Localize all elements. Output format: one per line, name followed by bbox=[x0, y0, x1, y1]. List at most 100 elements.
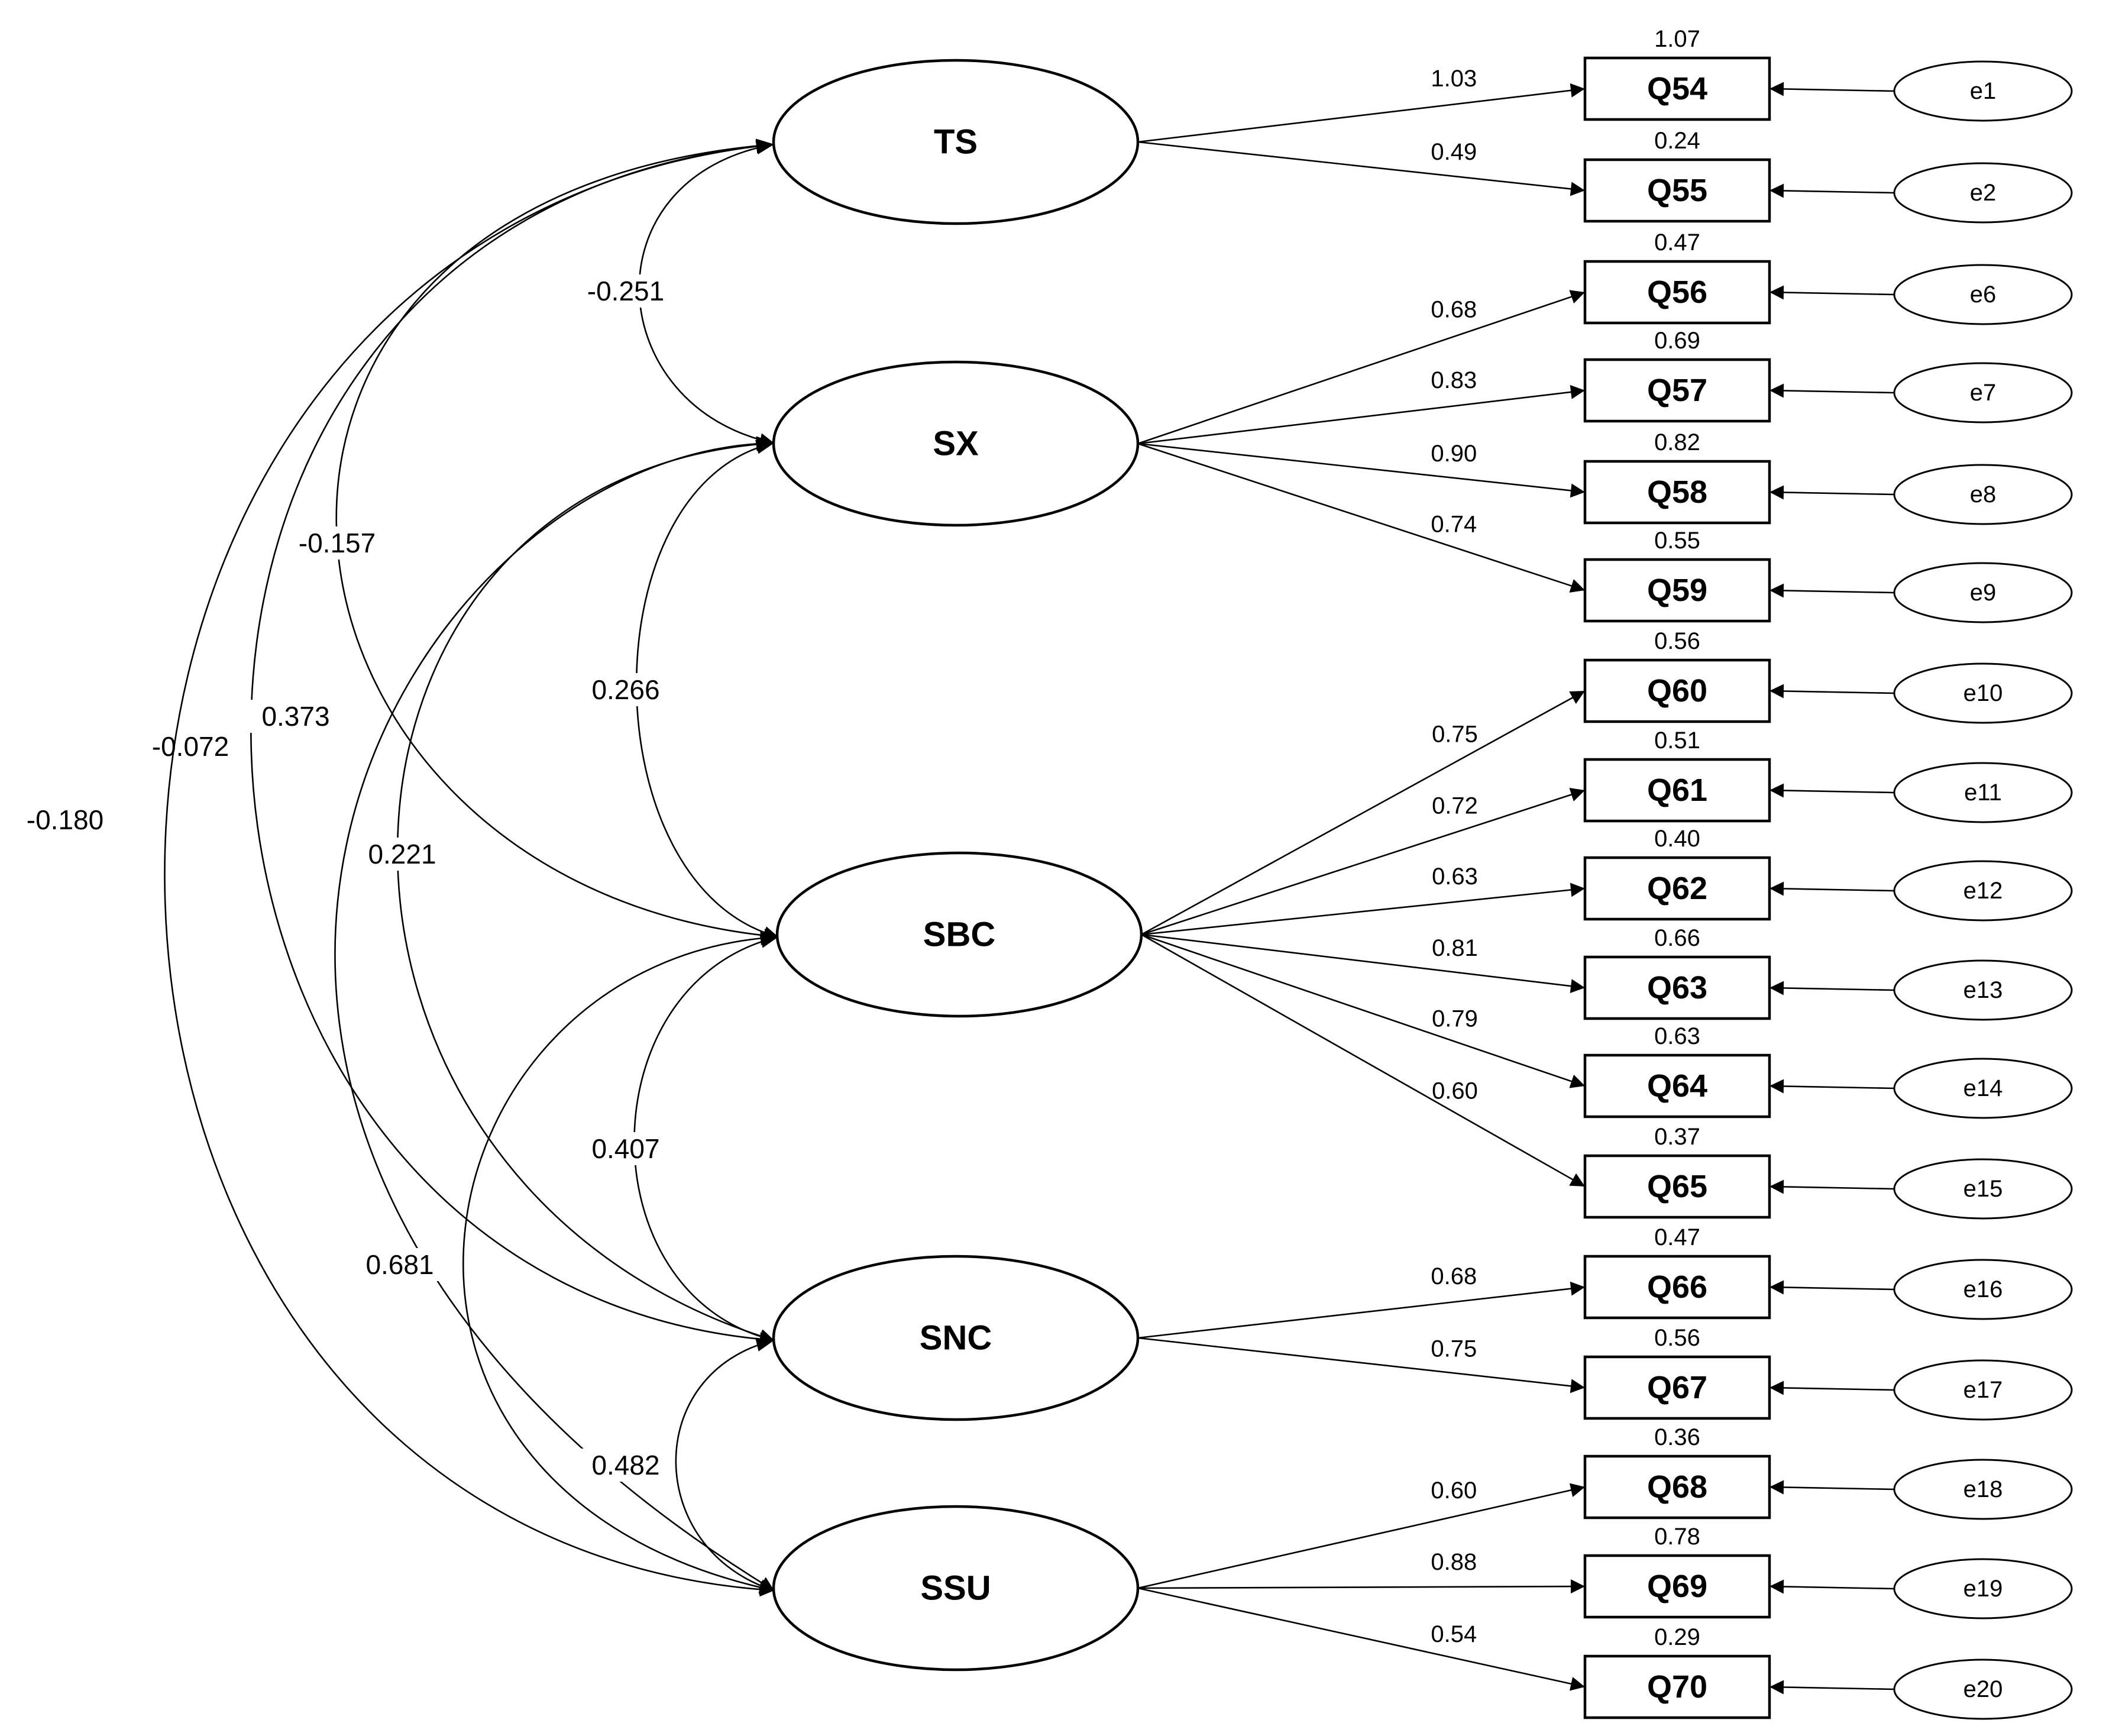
loading-value: 0.60 bbox=[1431, 1478, 1477, 1504]
indicator-label: Q61 bbox=[1647, 772, 1707, 808]
r-squared-value: 0.47 bbox=[1654, 229, 1700, 256]
error-path-e9 bbox=[1769, 583, 1895, 598]
indicator-box-q59 bbox=[1583, 558, 1771, 623]
covariance-value: 0.221 bbox=[368, 839, 436, 869]
error-term-e1 bbox=[1893, 60, 2073, 122]
r-squared-value: 0.51 bbox=[1654, 728, 1700, 754]
error-term-e12 bbox=[1893, 860, 2073, 922]
covariance-label-bg bbox=[580, 1132, 672, 1165]
covariance-value: 0.681 bbox=[365, 1249, 434, 1280]
indicator-label: Q57 bbox=[1647, 373, 1707, 408]
indicator-label: Q59 bbox=[1647, 573, 1707, 608]
covariance-value: -0.180 bbox=[27, 804, 103, 835]
error-path-e13 bbox=[1769, 981, 1895, 995]
error-path-e7 bbox=[1769, 383, 1895, 398]
indicator-label: Q62 bbox=[1647, 871, 1707, 906]
covariance-label-bg bbox=[291, 526, 383, 560]
indicator-label: Q64 bbox=[1647, 1068, 1707, 1104]
error-label: e7 bbox=[1970, 380, 1997, 406]
r-squared-value: 0.78 bbox=[1654, 1524, 1700, 1550]
indicator-box-q66 bbox=[1583, 1255, 1771, 1320]
error-path-e17 bbox=[1769, 1381, 1895, 1395]
r-squared-value: 0.63 bbox=[1654, 1023, 1700, 1049]
error-path-e15 bbox=[1769, 1179, 1895, 1194]
covariance-arc-ts-sbc bbox=[335, 143, 779, 943]
loading-path-q68 bbox=[1137, 1483, 1586, 1589]
indicator-box-q68 bbox=[1583, 1454, 1771, 1520]
r-squared-value: 0.37 bbox=[1654, 1124, 1700, 1150]
indicator-label: Q70 bbox=[1647, 1669, 1707, 1705]
loading-value: 0.74 bbox=[1431, 512, 1477, 538]
r-squared-value: 0.47 bbox=[1654, 1224, 1700, 1250]
r-squared-value: 0.55 bbox=[1654, 528, 1700, 554]
r-squared-value: 0.69 bbox=[1654, 328, 1700, 354]
covariance-value: -0.251 bbox=[587, 276, 664, 306]
indicator-label: Q55 bbox=[1647, 173, 1707, 208]
error-path-e1 bbox=[1769, 82, 1895, 96]
covariance-label-bg bbox=[356, 838, 448, 871]
indicator-box-q56 bbox=[1583, 260, 1771, 325]
loading-value: 0.49 bbox=[1431, 139, 1477, 165]
indicator-box-q62 bbox=[1583, 856, 1771, 921]
indicator-label: Q60 bbox=[1647, 673, 1707, 709]
loading-value: 0.68 bbox=[1431, 1263, 1477, 1289]
loading-path-q61 bbox=[1141, 788, 1586, 936]
error-label: e11 bbox=[1964, 780, 2002, 806]
loading-value: 0.79 bbox=[1432, 1006, 1478, 1032]
r-squared-value: 0.56 bbox=[1654, 628, 1700, 654]
covariance-value: 0.266 bbox=[591, 674, 659, 705]
loading-value: 0.75 bbox=[1431, 1336, 1477, 1362]
indicator-label: Q58 bbox=[1647, 474, 1707, 510]
error-path-e19 bbox=[1769, 1579, 1895, 1594]
indicator-label: Q54 bbox=[1647, 71, 1707, 106]
r-squared-value: 0.56 bbox=[1654, 1325, 1700, 1351]
error-path-e20 bbox=[1769, 1680, 1895, 1695]
indicator-box-q65 bbox=[1583, 1154, 1771, 1219]
latent-label: SBC bbox=[923, 916, 995, 954]
loading-path-q54 bbox=[1137, 83, 1586, 143]
indicator-box-q70 bbox=[1583, 1654, 1771, 1719]
covariance-arrowhead bbox=[760, 930, 778, 945]
error-term-e18 bbox=[1893, 1459, 2073, 1520]
loading-value: 0.60 bbox=[1432, 1078, 1478, 1104]
loading-value: 0.81 bbox=[1432, 935, 1478, 961]
r-squared-value: 0.40 bbox=[1654, 826, 1700, 852]
latent-label: TS bbox=[934, 123, 978, 161]
loading-path-q63 bbox=[1141, 933, 1586, 994]
covariance-arc-sbc-ssu bbox=[462, 936, 779, 1595]
indicator-box-q54 bbox=[1583, 56, 1771, 121]
error-path-e6 bbox=[1769, 285, 1895, 300]
error-term-e16 bbox=[1893, 1259, 2073, 1320]
loading-value: 0.68 bbox=[1431, 297, 1477, 323]
loading-value: 0.72 bbox=[1432, 793, 1478, 819]
loading-layer: 1.030.490.680.830.900.740.750.720.630.81… bbox=[1137, 66, 1895, 1695]
indicator-box-q55 bbox=[1583, 158, 1771, 223]
error-term-e14 bbox=[1893, 1058, 2073, 1119]
error-term-e10 bbox=[1893, 662, 2073, 724]
loading-path-q57 bbox=[1137, 384, 1586, 445]
indicator-box-q64 bbox=[1583, 1053, 1771, 1118]
latent-factor-sx bbox=[772, 360, 1140, 527]
indicator-box-q61 bbox=[1583, 758, 1771, 823]
error-term-e13 bbox=[1893, 959, 2073, 1021]
covariance-value: 0.482 bbox=[591, 1450, 659, 1480]
indicator-box-q60 bbox=[1583, 658, 1771, 723]
loading-value: 0.90 bbox=[1431, 441, 1477, 467]
covariance-value: 0.407 bbox=[591, 1133, 659, 1164]
error-label: e17 bbox=[1963, 1377, 2003, 1403]
latent-factor-ts bbox=[772, 59, 1140, 225]
covariance-label-bg bbox=[354, 1248, 446, 1281]
loading-path-q59 bbox=[1137, 442, 1586, 593]
error-path-e8 bbox=[1769, 485, 1895, 500]
indicator-label: Q63 bbox=[1647, 970, 1707, 1006]
loading-value: 0.88 bbox=[1431, 1549, 1477, 1575]
error-term-e2 bbox=[1893, 162, 2073, 224]
error-path-e11 bbox=[1769, 783, 1895, 798]
loading-value: 0.63 bbox=[1432, 864, 1478, 890]
error-label: e18 bbox=[1963, 1476, 2003, 1502]
error-path-e14 bbox=[1769, 1079, 1895, 1094]
loading-value: 1.03 bbox=[1431, 66, 1477, 92]
error-label: e19 bbox=[1963, 1576, 2003, 1602]
latent-factor-sbc bbox=[775, 851, 1143, 1018]
r-squared-value: 0.82 bbox=[1654, 429, 1700, 455]
